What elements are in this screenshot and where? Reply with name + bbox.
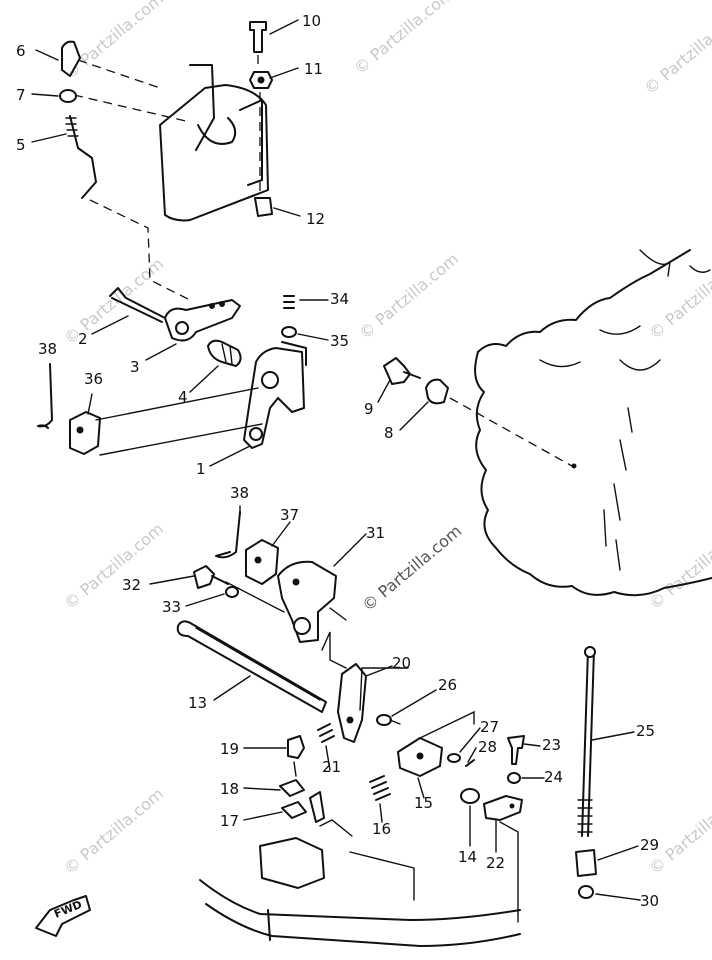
rod-part (69, 115, 97, 199)
washer-part (225, 586, 239, 598)
callout-27: 27 (480, 718, 499, 736)
cotter-pin-part (215, 511, 241, 559)
watermark: © Partzilla.com (355, 249, 462, 343)
callout-33: 33 (162, 598, 181, 616)
callout-21: 21 (322, 758, 341, 776)
callout-15: 15 (414, 794, 433, 812)
callout-35: 35 (330, 332, 349, 350)
throttle-arm-part (243, 347, 305, 449)
callout-9: 9 (364, 400, 374, 418)
clip-part (483, 795, 523, 821)
plate-part (279, 779, 305, 797)
callout-38-lower: 38 (230, 484, 249, 502)
callout-23: 23 (542, 736, 561, 754)
long-bolt-part (109, 287, 166, 319)
callout-38: 38 (38, 340, 57, 358)
watermark: © Partzilla.com (60, 784, 167, 878)
cap-part (254, 197, 273, 217)
lever-part (164, 299, 241, 342)
callout-14: 14 (458, 848, 477, 866)
callout-34: 34 (330, 290, 349, 308)
sleeve-part (575, 849, 597, 877)
collar-part (460, 788, 480, 804)
middle-linkage (37, 287, 307, 456)
shift-shaft-part (176, 620, 327, 713)
nut-part (507, 772, 521, 784)
shift-lever-part (277, 560, 337, 643)
callout-12: 12 (306, 210, 325, 228)
callout-11: 11 (304, 60, 323, 78)
callout-25: 25 (636, 722, 655, 740)
block-part (245, 539, 279, 585)
callout-20: 20 (392, 654, 411, 672)
callout-36: 36 (84, 370, 103, 388)
callout-2: 2 (78, 330, 88, 348)
callout-18: 18 (220, 780, 239, 798)
callout-13: 13 (188, 694, 207, 712)
shift-rod-part (581, 649, 589, 837)
callout-19: 19 (220, 740, 239, 758)
block-part (69, 411, 101, 455)
fwd-arrow: FWD (35, 895, 91, 937)
callout-22: 22 (486, 854, 505, 872)
bolt-part (249, 21, 267, 53)
spring-part (369, 775, 391, 801)
lower-bracket-assembly (193, 511, 337, 643)
fwd-label: FWD (52, 898, 84, 921)
engine-block (383, 249, 712, 597)
washer-part (447, 753, 461, 763)
callout-5: 5 (16, 136, 26, 154)
watermark: © Partzilla.com (60, 519, 167, 613)
spring-part (283, 295, 295, 309)
bolt-part (507, 735, 525, 765)
watermark: © Partzilla.com (640, 4, 712, 98)
spring-part (317, 723, 335, 743)
callout-6: 6 (16, 42, 26, 60)
washer-part (59, 89, 77, 103)
bolt-part (193, 565, 215, 589)
watermark: © Partzilla.com (645, 519, 712, 613)
top-bracket-assembly (59, 21, 273, 301)
callout-32: 32 (122, 576, 141, 594)
cotter-pin-part (37, 363, 53, 429)
callout-17: 17 (220, 812, 239, 830)
callout-4: 4 (178, 388, 188, 406)
washer-part (376, 714, 392, 726)
watermark: © Partzilla.com (645, 249, 712, 343)
callout-37: 37 (280, 506, 299, 524)
shift-shaft-assembly (176, 607, 597, 947)
callout-29: 29 (640, 836, 659, 854)
callout-16: 16 (372, 820, 391, 838)
leader-lines (31, 19, 641, 901)
watermark: © Partzilla.com (60, 0, 167, 83)
clip-part (61, 40, 81, 77)
watermark: © Partzilla.com (350, 0, 457, 78)
callouts: 1 2 3 4 5 6 7 8 9 10 11 12 13 14 15 16 1… (16, 12, 659, 910)
callout-26: 26 (438, 676, 457, 694)
callout-1: 1 (196, 460, 206, 478)
watermark: © Partzilla.com (645, 784, 712, 878)
callout-7: 7 (16, 86, 26, 104)
callout-8: 8 (384, 424, 394, 442)
callout-3: 3 (130, 358, 140, 376)
washer-part (281, 326, 297, 338)
callout-10: 10 (302, 12, 321, 30)
watermark: © Partzilla.com (60, 254, 167, 348)
engine-bolt-part (383, 357, 411, 385)
callout-28: 28 (478, 738, 497, 756)
bolt-part (287, 735, 305, 759)
washer-part (578, 885, 594, 899)
callout-30: 30 (640, 892, 659, 910)
callout-31: 31 (366, 524, 385, 542)
spacer-part (425, 378, 449, 405)
callout-24: 24 (544, 768, 563, 786)
plate-part (281, 801, 307, 819)
shift-arm-part (337, 663, 367, 743)
